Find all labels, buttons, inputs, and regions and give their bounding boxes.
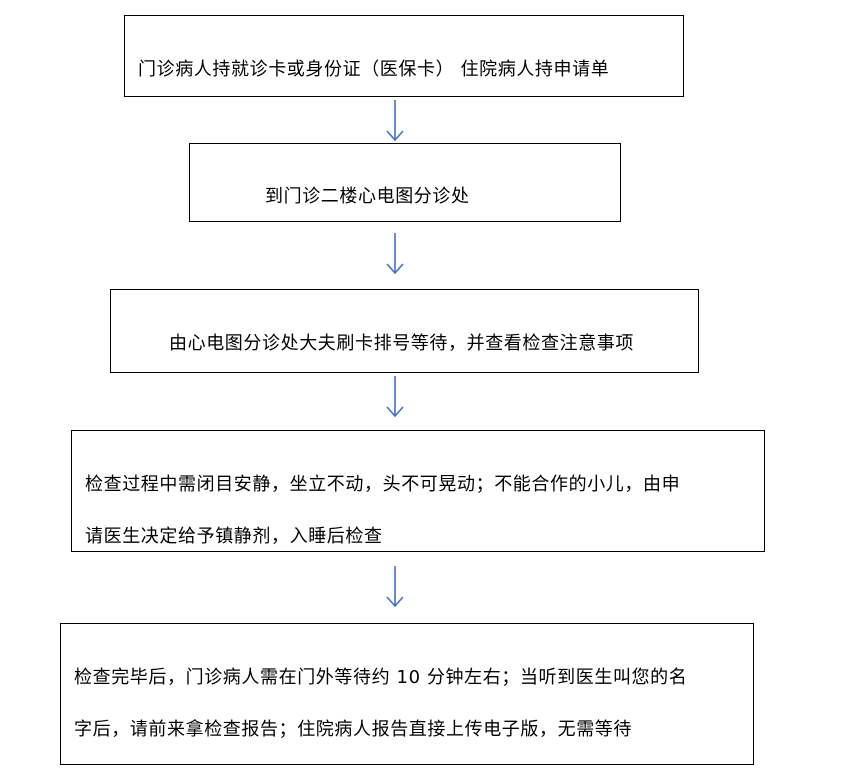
step-2-box: 到门诊二楼心电图分诊处 bbox=[189, 143, 621, 222]
step-3-box: 由心电图分诊处大夫刷卡排号等待，并查看检查注意事项 bbox=[110, 289, 699, 373]
step-4-box: 检查过程中需闭目安静，坐立不动，头不可晃动；不能合作的小儿，由申 请医生决定给予… bbox=[71, 430, 765, 552]
step-3-text: 由心电图分诊处大夫刷卡排号等待，并查看检查注意事项 bbox=[169, 333, 634, 354]
step-5-text-line-2: 字后，请前来拿检查报告；住院病人报告直接上传电子版，无需等待 bbox=[74, 719, 632, 740]
step-2-text: 到门诊二楼心电图分诊处 bbox=[265, 186, 470, 207]
step-4-text-line-2: 请医生决定给予镇静剂，入睡后检查 bbox=[85, 526, 383, 547]
step-5-text-line-1: 检查完毕后，门诊病人需在门外等待约 10 分钟左右；当听到医生叫您的名 bbox=[74, 667, 688, 688]
step-1-box: 门诊病人持就诊卡或身份证（医保卡） 住院病人持申请单 bbox=[124, 15, 684, 97]
step-4-text-line-1: 检查过程中需闭目安静，坐立不动，头不可晃动；不能合作的小儿，由申 bbox=[85, 474, 681, 495]
down-arrow-icon bbox=[385, 233, 405, 275]
down-arrow-icon bbox=[385, 566, 405, 608]
down-arrow-icon bbox=[385, 100, 405, 142]
down-arrow-icon bbox=[385, 376, 405, 418]
step-5-box: 检查完毕后，门诊病人需在门外等待约 10 分钟左右；当听到医生叫您的名 字后，请… bbox=[60, 623, 754, 765]
step-1-text: 门诊病人持就诊卡或身份证（医保卡） 住院病人持申请单 bbox=[138, 59, 610, 80]
